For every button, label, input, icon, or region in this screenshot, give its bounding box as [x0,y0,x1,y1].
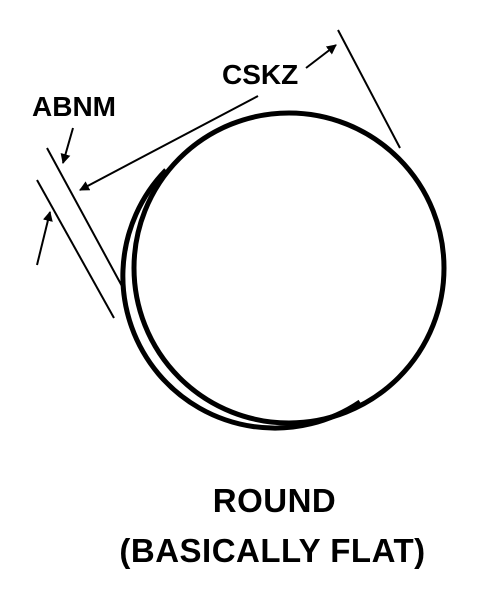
caption-title: ROUND [212,482,337,519]
abnm-label: ABNM [32,91,116,122]
caption-subtitle: (BASICALLY FLAT) [119,532,426,569]
cskz-leader-line [79,95,259,191]
abnm-arrow-bottom [36,211,53,266]
cskz-arrow-top [305,44,337,69]
cskz-extension-line [337,29,401,149]
cskz-label: CSKZ [222,59,298,90]
abnm-extension-line-outer [46,147,124,289]
front-circle [131,110,447,426]
abnm-arrow-top [60,127,74,164]
abnm-extension-line-inner [36,179,115,319]
back-edge-arc [120,168,362,431]
